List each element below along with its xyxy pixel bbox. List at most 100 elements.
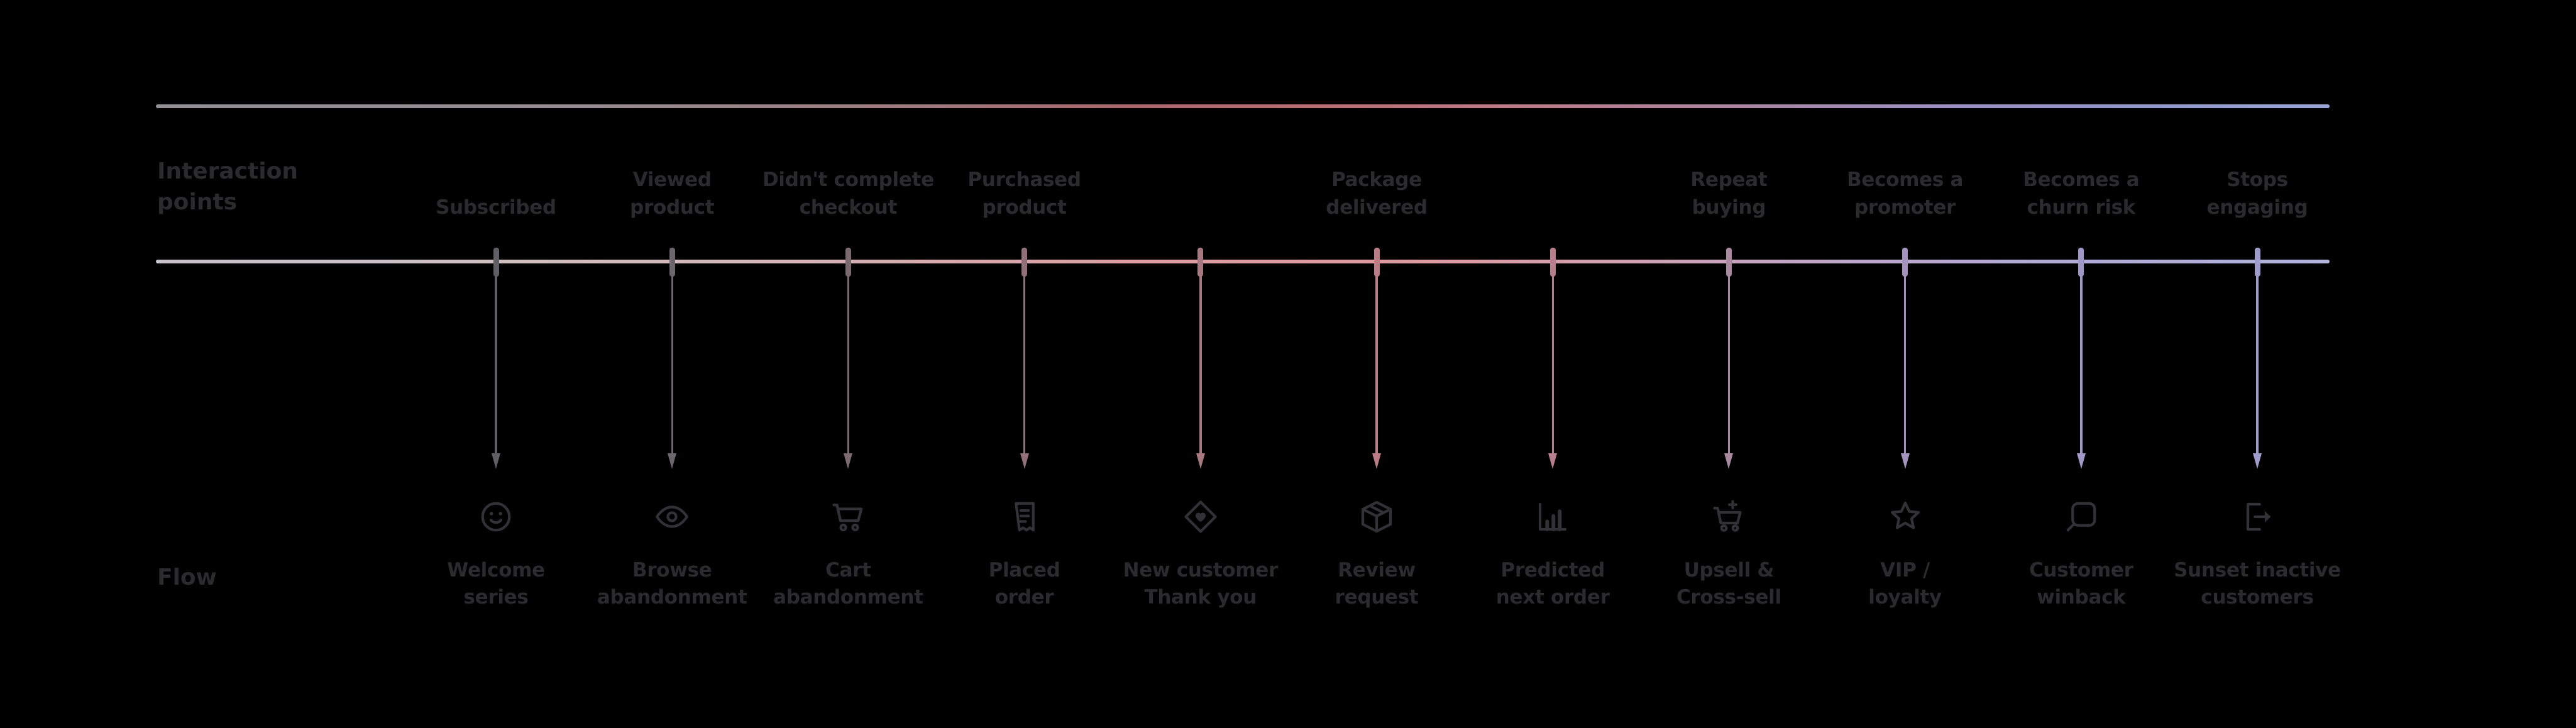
arrow-head-icon	[668, 453, 677, 469]
journey-column: Purchased product Placed order	[924, 0, 1125, 728]
flow-step-label: VIP / loyalty	[1805, 557, 2006, 611]
arrow-stem	[1551, 262, 1554, 455]
arrow-head-icon	[1372, 453, 1381, 469]
interaction-label-line: Subscribed	[436, 196, 556, 219]
arrow-stem	[495, 262, 497, 455]
top-gradient-line	[156, 104, 2330, 108]
flow-step-label-line: Sunset inactive	[2174, 559, 2341, 582]
journey-column: Stops engaging Sunset inactive customers	[2157, 0, 2358, 728]
cart-plus-icon	[1710, 498, 1748, 536]
heart-icon	[1182, 498, 1219, 536]
arrow-stem	[1903, 262, 1907, 455]
interaction-label-line: engaging	[2206, 196, 2308, 219]
interaction-label: Purchased product	[924, 166, 1125, 221]
flow-step-label: Welcome series	[395, 557, 597, 611]
journey-column: Viewed product Browse abandonment	[571, 0, 773, 728]
flow-step-label: Cart abandonment	[747, 557, 949, 611]
flow-step-label-line: order	[994, 586, 1054, 609]
interaction-label: Stops engaging	[2157, 166, 2358, 221]
search-icon	[2062, 498, 2100, 536]
arrow-stem	[1199, 262, 1202, 455]
arrow-head-icon	[1548, 453, 1558, 469]
interaction-label-line: Stops	[2226, 168, 2288, 191]
eye-icon	[653, 498, 691, 536]
arrow-stem	[1727, 262, 1731, 455]
journey-column: Subscribed Welcome series	[395, 0, 597, 728]
flow-step-label-line: Review	[1338, 559, 1416, 582]
interaction-label: Viewed product	[571, 166, 773, 221]
flow-step-label-line: VIP /	[1880, 559, 1930, 582]
arrow-head-icon	[1724, 453, 1734, 469]
interaction-label-line: delivered	[1326, 196, 1428, 219]
flow-step-label: Browse abandonment	[571, 557, 773, 611]
arrow-stem	[2256, 262, 2259, 455]
smiley-face-icon	[477, 498, 515, 536]
interaction-label-line: product	[982, 196, 1067, 219]
flow-step-label: Predicted next order	[1452, 557, 1653, 611]
arrow-head-icon	[492, 453, 500, 469]
flow-step-label-line: Cart	[825, 559, 871, 582]
bar-chart-icon	[1534, 498, 1571, 536]
arrow-stem	[847, 262, 850, 455]
timeline-gradient-line	[156, 260, 2330, 263]
flow-step-label: Sunset inactive customers	[2157, 557, 2358, 611]
flow-step-label-line: customers	[2201, 586, 2314, 609]
flow-step-label-line: request	[1335, 586, 1419, 609]
flow-step-label: Upsell &Cross-sell	[1628, 557, 1829, 611]
star-icon	[1886, 498, 1924, 536]
receipt-icon	[1006, 498, 1043, 536]
flow-step-label-line: winback	[2037, 586, 2126, 609]
flow-step-label-line: Upsell &	[1683, 559, 1775, 582]
journey-column: Package delivered Review request	[1276, 0, 1477, 728]
interaction-label: Subscribed	[395, 194, 597, 221]
interaction-label-line: checkout	[799, 196, 898, 219]
interaction-label-line: Becomes a	[2023, 168, 2140, 191]
interaction-label-line: promoter	[1854, 196, 1956, 219]
arrow-stem	[671, 262, 673, 455]
interaction-label-line: Package	[1331, 168, 1422, 191]
shopping-cart-icon	[829, 498, 867, 536]
flow-step-label-line: series	[463, 586, 529, 609]
journey-column: Predicted next order	[1452, 0, 1653, 728]
flow-step-label-line: loyalty	[1868, 586, 1942, 609]
arrow-head-icon	[844, 453, 853, 469]
flow-step-label-line: Welcome	[447, 559, 545, 582]
interaction-label-line: buying	[1692, 196, 1766, 219]
flow-step-label-line: New customer	[1123, 559, 1279, 582]
flow-step-label-line: abandonment	[773, 586, 923, 609]
arrow-head-icon	[2076, 453, 2086, 469]
interaction-points-label-line2: points	[157, 189, 238, 215]
arrow-head-icon	[1020, 453, 1029, 469]
interaction-label-line: Viewed	[632, 168, 712, 191]
arrow-stem	[1375, 262, 1378, 455]
arrow-stem	[1023, 262, 1026, 455]
interaction-label-line: Purchased	[967, 168, 1081, 191]
interaction-label-line: product	[630, 196, 715, 219]
flow-label: Flow	[157, 565, 217, 590]
flow-step-label: Placed order	[924, 557, 1125, 611]
arrow-stem	[2080, 262, 2083, 455]
flow-step-label-line: next order	[1495, 586, 1610, 609]
interaction-points-label-line1: Interaction	[157, 158, 298, 184]
interaction-points-label: Interaction points	[157, 156, 298, 218]
flow-step-label-line: Browse	[632, 559, 712, 582]
arrow-head-icon	[2253, 453, 2262, 469]
flow-step-label-line: Predicted	[1500, 559, 1605, 582]
interaction-label: Package delivered	[1276, 166, 1477, 221]
flow-step-label: Review request	[1276, 557, 1477, 611]
flow-step-label-line: Thank you	[1144, 586, 1257, 609]
flow-step-label-line: Placed	[988, 559, 1060, 582]
flow-step-label-line: abandonment	[597, 586, 747, 609]
